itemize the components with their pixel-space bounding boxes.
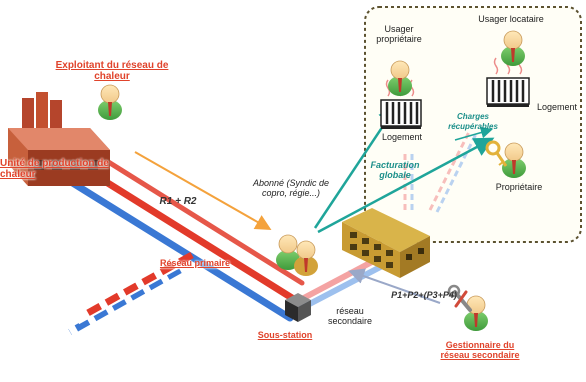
person-icon <box>276 234 300 270</box>
wrench-icon <box>447 284 472 312</box>
usager-proprietaire-label: Usager propriétaire <box>376 24 422 44</box>
logement-1-label: Logement <box>381 132 423 142</box>
housing-zone <box>364 6 582 243</box>
person-icon <box>501 30 525 66</box>
charges-label: Charges récupérables <box>448 112 498 131</box>
unite-production-label: Unité de production de chaleur <box>0 158 109 180</box>
building-icon <box>342 208 430 278</box>
radiator-icon <box>380 99 422 129</box>
reseau-primaire-label: Réseau primaire <box>159 258 231 268</box>
person-icon <box>294 240 318 276</box>
person-icon <box>98 84 122 120</box>
substation-cube-icon <box>285 293 311 322</box>
reseau-secondaire-label: réseau secondaire <box>327 306 373 326</box>
radiator-icon <box>486 77 530 107</box>
facturation-label: Facturation globale <box>370 160 420 180</box>
r1r2-arrow <box>134 151 272 230</box>
proprietaire-label: Propriétaire <box>495 182 543 192</box>
logement-2-label: Logement <box>536 102 578 112</box>
sous-station-label: Sous-station <box>257 330 313 340</box>
person-icon <box>388 60 412 96</box>
p-formula-label: P1+P2+(P3+P4) <box>391 290 457 300</box>
gestionnaire-arrow <box>348 268 441 304</box>
factory-icon <box>8 92 110 186</box>
person-icon <box>502 142 526 178</box>
gestionnaire-label: Gestionnaire du réseau secondaire <box>440 340 520 360</box>
r1r2-label: R1 + R2 <box>159 196 197 207</box>
branch-pipes <box>68 251 194 336</box>
exploitant-label: Exploitant du réseau de chaleur <box>55 60 169 82</box>
person-icon <box>464 295 488 331</box>
building-to-logement-pipes <box>403 129 479 213</box>
usager-locataire-label: Usager locataire <box>478 14 544 24</box>
key-icon <box>485 140 508 167</box>
abonne-label: Abonné (Syndic de copro, régie...) <box>252 178 330 198</box>
